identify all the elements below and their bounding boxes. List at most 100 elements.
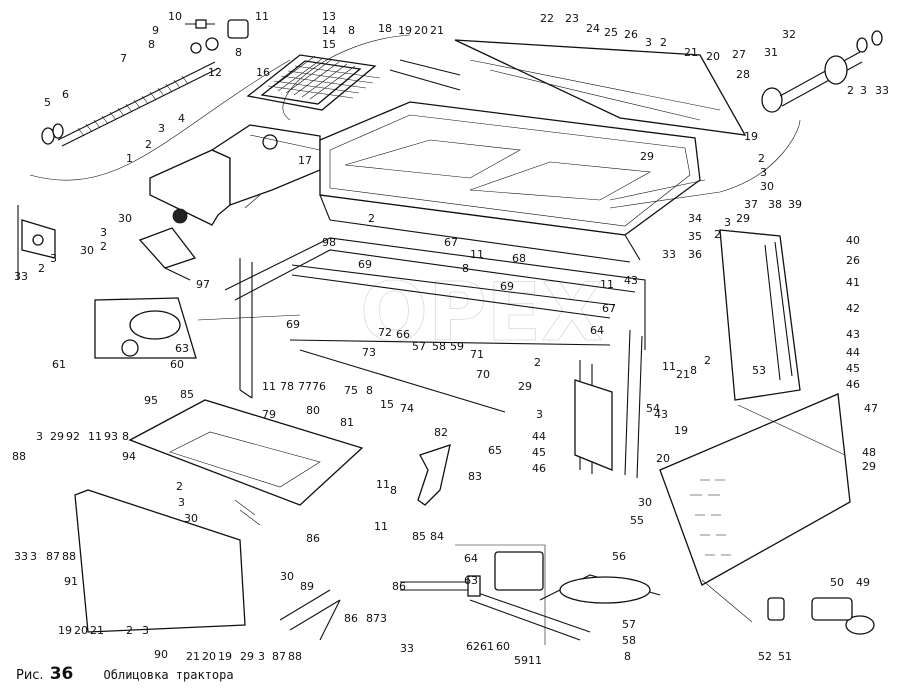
callout-label-c68: 68 xyxy=(512,252,526,265)
latch-pin-part xyxy=(761,30,883,113)
callout-label-c85a: 85 xyxy=(180,388,194,401)
callout-label-c42: 42 xyxy=(846,302,860,315)
callout-label-c86b: 86 xyxy=(392,580,406,593)
callout-label-c29f: 29 xyxy=(240,650,254,663)
callout-label-c3a: 3 xyxy=(645,36,652,49)
figure-title: Облицовка трактора xyxy=(103,668,234,682)
callout-label-c76: 76 xyxy=(312,380,326,393)
callout-label-c2g: 2 xyxy=(368,212,375,225)
callout-label-c3i: 3 xyxy=(36,430,43,443)
callout-label-c43c: 43 xyxy=(654,408,668,421)
callout-label-c36: 36 xyxy=(688,248,702,261)
callout-label-c75: 75 xyxy=(344,384,358,397)
callout-label-c84: 84 xyxy=(430,530,444,543)
linkage-89-part xyxy=(279,589,341,641)
callout-label-c11h: 11 xyxy=(374,520,388,533)
callout-label-c73: 73 xyxy=(362,346,376,359)
callout-label-c59a: 59 xyxy=(450,340,464,353)
callout-label-c30a: 30 xyxy=(760,180,774,193)
callout-label-c61: 61 xyxy=(52,358,66,371)
leader-lines xyxy=(29,34,846,623)
callout-label-c67b: 67 xyxy=(602,302,616,315)
callout-label-c21a: 21 xyxy=(430,24,444,37)
callout-label-c80: 80 xyxy=(306,404,320,417)
callout-label-c95: 95 xyxy=(144,394,158,407)
callout-label-c20e: 20 xyxy=(202,650,216,663)
callout-label-c78: 78 xyxy=(280,380,294,393)
callout-label-c20d: 20 xyxy=(74,624,88,637)
callout-label-c29a: 29 xyxy=(640,150,654,163)
callout-label-c83: 83 xyxy=(468,470,482,483)
callout-label-c8d: 8 xyxy=(462,262,469,275)
callout-label-c16: 16 xyxy=(256,66,270,79)
callout-label-c30d: 30 xyxy=(184,512,198,525)
callout-label-c65: 65 xyxy=(488,444,502,457)
callout-label-c8b: 8 xyxy=(235,46,242,59)
callout-label-c26b: 26 xyxy=(846,254,860,267)
callout-label-c19b: 19 xyxy=(744,130,758,143)
callout-label-c18: 18 xyxy=(378,22,392,35)
callout-label-c31: 31 xyxy=(764,46,778,59)
callout-label-c9: 9 xyxy=(152,24,159,37)
bracket-97-part xyxy=(138,227,197,281)
callout-label-c21d: 21 xyxy=(90,624,104,637)
callout-label-c37: 37 xyxy=(744,198,758,211)
callout-label-c23: 23 xyxy=(565,12,579,25)
callout-label-c39: 39 xyxy=(788,198,802,211)
callout-label-c21c: 21 xyxy=(676,368,690,381)
callout-label-c33b: 33 xyxy=(14,270,28,283)
callout-label-c11e: 11 xyxy=(662,360,676,373)
callout-label-c57a: 57 xyxy=(412,340,426,353)
callout-label-c6: 6 xyxy=(62,88,69,101)
callout-label-c57b: 57 xyxy=(622,618,636,631)
callout-label-c3j: 3 xyxy=(178,496,185,509)
callout-label-c32: 32 xyxy=(782,28,796,41)
callout-label-c19d: 19 xyxy=(58,624,72,637)
callout-label-c7: 7 xyxy=(120,52,127,65)
callout-label-c70: 70 xyxy=(476,368,490,381)
callout-label-c98: 98 xyxy=(322,236,336,249)
callout-label-c29e: 29 xyxy=(50,430,64,443)
callout-label-c8c: 8 xyxy=(348,24,355,37)
callout-label-c88b: 88 xyxy=(62,550,76,563)
callout-label-c3e: 3 xyxy=(100,226,107,239)
hood-part xyxy=(319,101,701,263)
callout-label-c44b: 44 xyxy=(532,430,546,443)
callout-label-c46b: 46 xyxy=(532,462,546,475)
callout-label-c3d: 3 xyxy=(760,166,767,179)
callout-label-c52: 52 xyxy=(758,650,772,663)
callout-label-c25: 25 xyxy=(604,26,618,39)
callout-label-c85b: 85 xyxy=(412,530,426,543)
callout-label-c60b: 60 xyxy=(496,640,510,653)
callout-label-c20a: 20 xyxy=(414,24,428,37)
callout-label-c33e: 33 xyxy=(400,642,414,655)
callout-label-c2i: 2 xyxy=(534,356,541,369)
callout-label-c2h: 2 xyxy=(714,228,721,241)
callout-label-c29c: 29 xyxy=(518,380,532,393)
callout-label-c21e: 21 xyxy=(186,650,200,663)
callout-label-c29b: 29 xyxy=(736,212,750,225)
callout-label-c24: 24 xyxy=(586,22,600,35)
callout-label-c46a: 46 xyxy=(846,378,860,391)
callout-label-c19c: 19 xyxy=(674,424,688,437)
callout-label-c4: 4 xyxy=(178,112,185,125)
callout-label-c77: 77 xyxy=(298,380,312,393)
callout-label-c44a: 44 xyxy=(846,346,860,359)
callout-label-c3g: 3 xyxy=(724,216,731,229)
callout-label-c49: 49 xyxy=(856,576,870,589)
callout-label-c8h: 8 xyxy=(390,484,397,497)
grille-panel-part xyxy=(246,54,381,111)
callout-label-c61b: 61 xyxy=(480,640,494,653)
callout-label-c29d: 29 xyxy=(862,460,876,473)
callout-label-c13: 13 xyxy=(322,10,336,23)
callout-label-c88c: 88 xyxy=(288,650,302,663)
callout-label-c2a: 2 xyxy=(660,36,667,49)
callout-label-c10: 10 xyxy=(168,10,182,23)
callout-label-c30c: 30 xyxy=(80,244,94,257)
callout-label-c30f: 30 xyxy=(280,570,294,583)
callout-label-c3c: 3 xyxy=(158,122,165,135)
callout-label-c79: 79 xyxy=(262,408,276,421)
callout-label-c82: 82 xyxy=(434,426,448,439)
callout-label-c89: 89 xyxy=(300,580,314,593)
callout-label-c86c: 86 xyxy=(344,612,358,625)
